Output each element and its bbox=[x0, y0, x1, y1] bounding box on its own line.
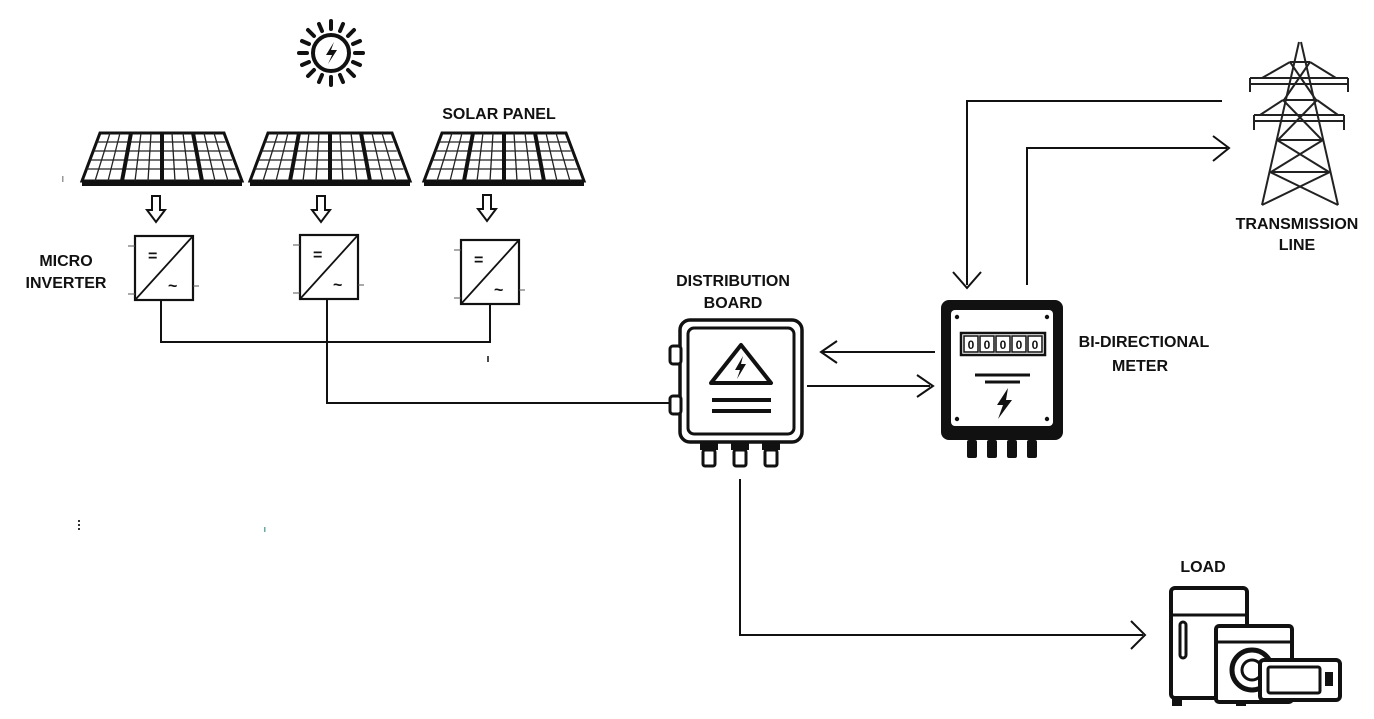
transmission-tower-icon bbox=[1249, 41, 1349, 206]
ac-symbol: ~ bbox=[333, 277, 342, 294]
load-appliances-icon bbox=[1169, 586, 1342, 706]
distribution-board-icon bbox=[668, 318, 804, 468]
meter-digit: 0 bbox=[968, 338, 975, 352]
micro-inverter-icon: = ~ bbox=[126, 234, 201, 302]
stray-marks bbox=[62, 176, 266, 532]
transmission-line-label-line2: LINE bbox=[1279, 237, 1316, 254]
ac-symbol: ~ bbox=[168, 278, 177, 295]
solar-panel-label: SOLAR PANEL bbox=[442, 106, 556, 123]
transmission-line-label-line1: TRANSMISSION bbox=[1236, 216, 1359, 233]
sun-icon bbox=[297, 19, 365, 87]
meter-digit: 0 bbox=[984, 338, 991, 352]
meter-digit: 0 bbox=[1000, 338, 1007, 352]
micro-inverter-icon: = ~ bbox=[452, 238, 527, 306]
micro-inverter-label-line1: MICRO bbox=[39, 253, 92, 270]
bi-directional-meter-label-line1: BI-DIRECTIONAL bbox=[1079, 334, 1210, 351]
down-arrow-icon bbox=[311, 195, 331, 223]
distribution-board-label-line1: DISTRIBUTION bbox=[676, 273, 790, 290]
micro-inverter-icon: = ~ bbox=[291, 233, 366, 301]
meter-digit: 0 bbox=[1032, 338, 1039, 352]
solar-panel-icon bbox=[80, 131, 244, 188]
bi-directional-meter-icon: 0 0 0 0 0 bbox=[941, 300, 1063, 458]
micro-inverter-label-line2: INVERTER bbox=[26, 275, 107, 292]
distribution-board-label-line2: BOARD bbox=[704, 295, 763, 312]
dc-symbol: = bbox=[148, 248, 157, 265]
load-label: LOAD bbox=[1180, 559, 1225, 576]
warning-triangle-icon bbox=[709, 343, 773, 385]
dc-symbol: = bbox=[313, 247, 322, 264]
ac-symbol: ~ bbox=[494, 282, 503, 299]
meter-display: 0 0 0 0 0 bbox=[963, 335, 1043, 353]
down-arrow-icon bbox=[146, 195, 166, 223]
wiring bbox=[160, 100, 1231, 650]
down-arrow-icon bbox=[477, 194, 497, 222]
bi-directional-meter-label-line2: METER bbox=[1112, 358, 1168, 375]
dc-symbol: = bbox=[474, 252, 483, 269]
solar-panel-icon bbox=[248, 131, 412, 188]
meter-digit: 0 bbox=[1016, 338, 1023, 352]
solar-panel-icon bbox=[422, 131, 586, 188]
